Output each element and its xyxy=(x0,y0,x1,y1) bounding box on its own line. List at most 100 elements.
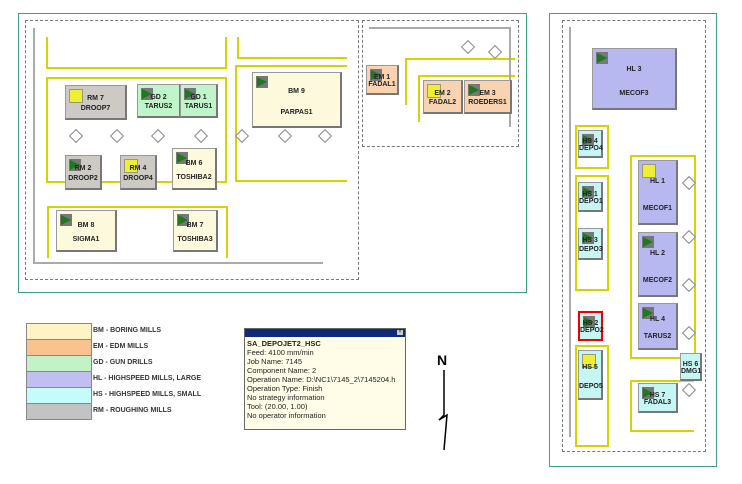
stop-icon xyxy=(642,164,656,178)
area-boundary xyxy=(362,20,519,147)
wall xyxy=(369,27,509,29)
machine-model: SIGMA1 xyxy=(72,235,100,243)
wall xyxy=(575,125,609,169)
wall xyxy=(33,262,323,264)
machine-id: EM 1 xyxy=(373,73,391,81)
play-icon xyxy=(583,316,595,328)
wall xyxy=(575,345,609,447)
machine-id: BM 9 xyxy=(288,87,305,95)
machine-model: DEPO4 xyxy=(579,144,603,152)
play-icon xyxy=(596,52,608,64)
play-icon xyxy=(370,69,382,81)
machine-model: DEPO2 xyxy=(580,327,604,335)
machine-model: FADAL1 xyxy=(368,81,396,89)
legend-label: HS - HIGHSPEED MILLS, SMALL xyxy=(93,391,202,398)
legend-label: HL - HIGHSPEED MILLS, LARGE xyxy=(93,375,201,382)
main-floor-panel xyxy=(18,13,527,293)
machine-bm9[interactable]: BM 9 PARPAS1 xyxy=(252,72,342,128)
machine-model: TOSHIBA3 xyxy=(177,235,213,243)
play-icon xyxy=(69,159,81,171)
close-icon[interactable]: × xyxy=(397,329,403,335)
play-icon xyxy=(582,134,594,146)
wall xyxy=(47,206,228,258)
tooltip-title: SA_DEPOJET2_HSC xyxy=(247,339,321,348)
machine-model: DROOP2 xyxy=(68,175,98,183)
machine-model: DROOP7 xyxy=(80,105,111,113)
legend-label: EM - EDM MILLS xyxy=(93,343,149,350)
legend-swatch xyxy=(26,387,92,404)
machine-id: HL 4 xyxy=(649,316,666,324)
north-label: N xyxy=(437,352,448,368)
wall xyxy=(235,65,347,182)
stop-icon xyxy=(427,84,441,98)
machine-hl3[interactable]: HL 3 MECOF3 xyxy=(592,48,677,110)
machine-model: MECOF2 xyxy=(642,276,673,284)
machine-model: PARPAS1 xyxy=(280,109,313,117)
machine-hl4[interactable]: HL 4 TARUS2 xyxy=(638,303,678,350)
machine-id: GD 2 xyxy=(150,93,167,101)
area-boundary xyxy=(25,20,359,280)
legend-swatch xyxy=(26,355,92,372)
tooltip-titlebar: × xyxy=(245,329,405,337)
machine-id: HS 4 xyxy=(582,138,598,145)
legend-swatch xyxy=(26,403,92,420)
north-arrow-icon xyxy=(438,370,448,451)
machine-gd2[interactable]: GD 2 TARUS2 xyxy=(137,84,181,118)
play-icon xyxy=(141,88,153,100)
tooltip-line: No operator information xyxy=(247,411,326,420)
machine-id: RM 4 xyxy=(129,164,147,172)
wall xyxy=(575,175,609,291)
machine-em2[interactable]: EM 2 FADAL2 xyxy=(423,80,463,114)
machine-model: TARUS1 xyxy=(184,103,213,111)
machine-id: HL 2 xyxy=(649,250,666,258)
machine-id: BM 8 xyxy=(77,221,95,229)
tooltip-line: Tool: (20.00, 1.00) xyxy=(247,402,308,411)
machine-id: HL 3 xyxy=(626,65,642,73)
tooltip-line: Component Name: 2 xyxy=(247,366,317,375)
play-icon xyxy=(582,186,594,198)
play-icon xyxy=(184,88,196,100)
machine-bm6[interactable]: BM 6 TOSHIBA2 xyxy=(172,148,217,190)
machine-id: HS 2 xyxy=(582,320,599,328)
play-icon xyxy=(642,307,654,319)
machine-id: EM 2 xyxy=(434,89,451,97)
machine-model: TOSHIBA2 xyxy=(176,173,212,181)
machine-hl2[interactable]: HL 2 MECOF2 xyxy=(638,232,678,297)
legend-label: BM - BORING MILLS xyxy=(93,327,162,334)
stop-icon xyxy=(69,89,83,103)
play-icon xyxy=(642,387,654,399)
play-icon xyxy=(468,84,480,96)
machine-model: FADAL2 xyxy=(428,99,457,107)
machine-model: TARUS2 xyxy=(144,103,173,111)
legend-label: RM - ROUGHING MILLS xyxy=(93,407,172,414)
machine-bm8[interactable]: BM 8 SIGMA1 xyxy=(56,210,117,252)
wall xyxy=(630,380,694,432)
machine-model: MECOF1 xyxy=(642,204,673,212)
play-icon xyxy=(177,214,189,226)
legend-label: GD - GUN DRILLS xyxy=(93,359,153,366)
tooltip-line: Operation Type: Finish xyxy=(247,384,323,393)
machine-rm4[interactable]: RM 4 DROOP4 xyxy=(120,155,157,190)
machine-id: HS 6 xyxy=(682,361,699,368)
machine-model: MECOF3 xyxy=(619,90,649,98)
machine-model: TARUS2 xyxy=(643,333,672,341)
machine-id: BM 6 xyxy=(185,159,203,167)
machine-model: DMG1 xyxy=(681,367,702,375)
tooltip-line: Feed: 4100 mm/min xyxy=(247,348,314,357)
machine-model: DROOP4 xyxy=(123,175,153,183)
legend-swatch xyxy=(26,339,92,356)
